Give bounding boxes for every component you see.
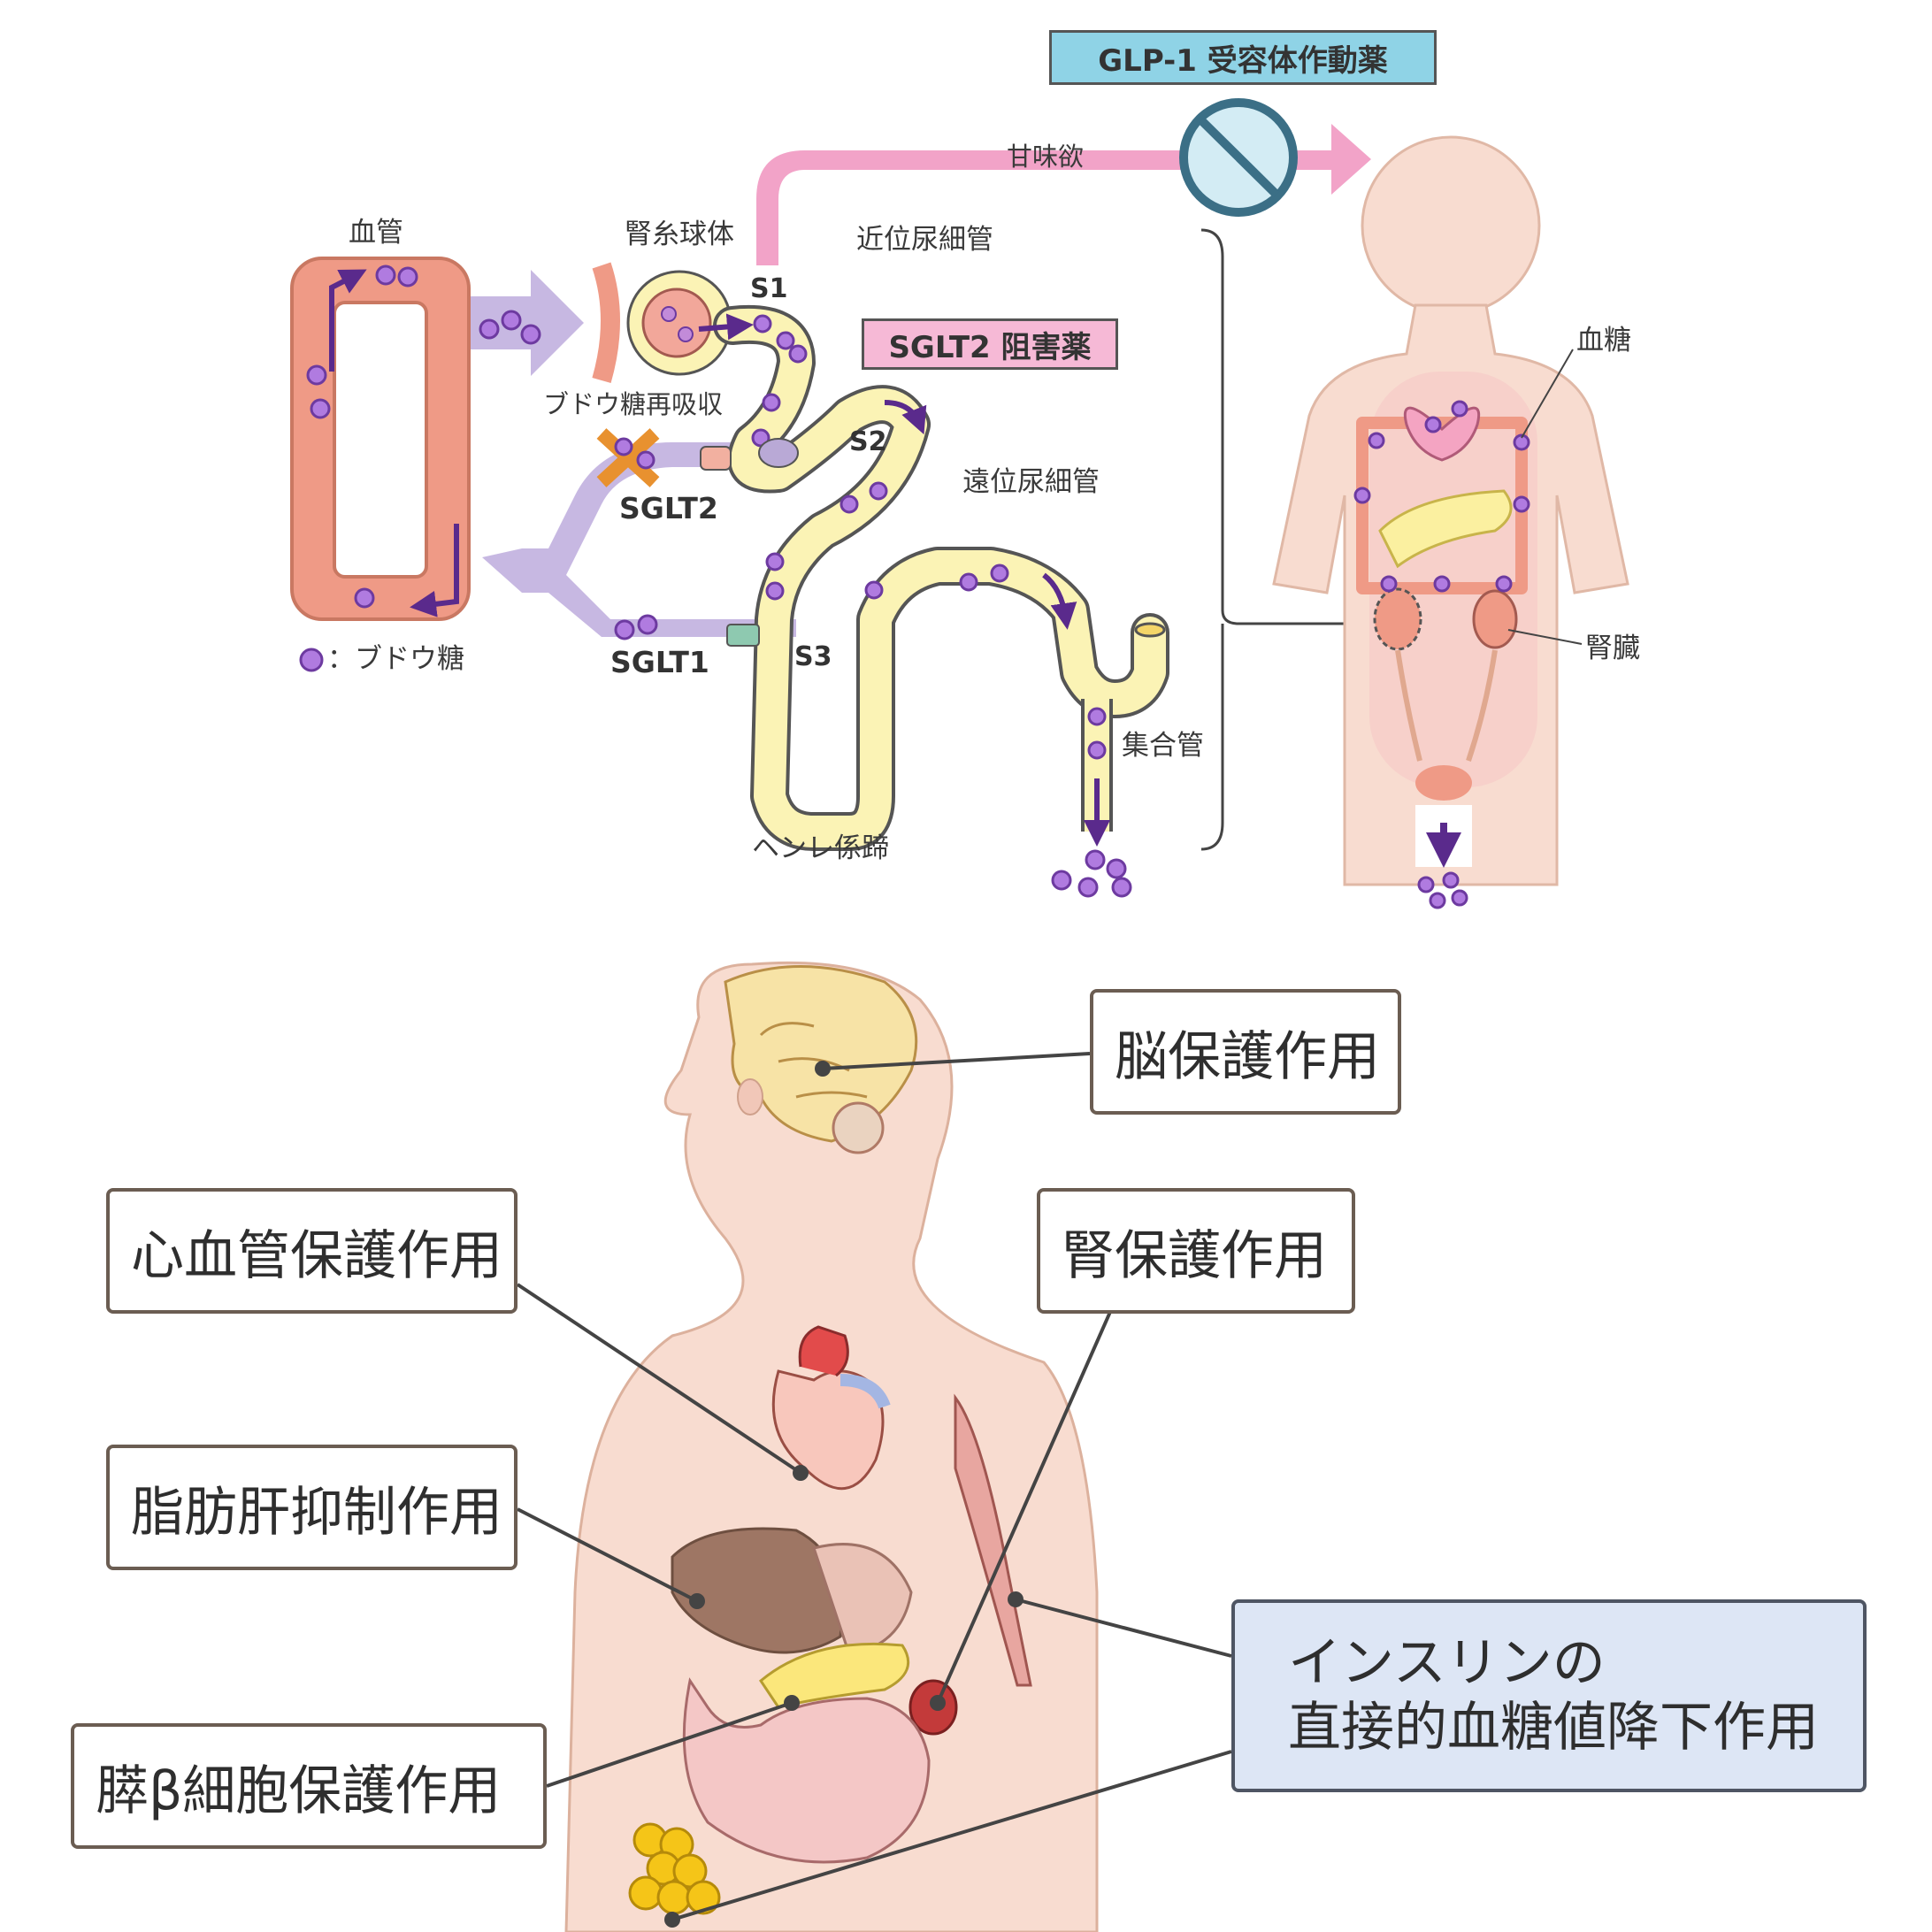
label-glomerulus: 腎糸球体 <box>625 218 734 250</box>
label-s3: S3 <box>794 641 832 672</box>
label-glucose-reabsorption: ブドウ糖再吸収 <box>543 389 724 419</box>
insulin-effect-line1: インスリンの <box>1288 1631 1606 1694</box>
sglt2-inhibitor-tag: SGLT2 阻害薬 <box>862 318 1118 370</box>
kidney-protection-box: 腎保護作用 <box>1037 1188 1355 1314</box>
label-sglt1: SGLT1 <box>610 645 709 679</box>
cardiovascular-protection-box: 心血管保護作用 <box>106 1188 518 1314</box>
bracket <box>1200 228 1353 851</box>
brain-protection-box: 脳保護作用 <box>1090 989 1401 1115</box>
label-blood-glucose: 血糖 <box>1576 325 1631 356</box>
leader-lines <box>516 1052 1232 1928</box>
sglt1-transporter <box>614 614 760 647</box>
sglt2-transporter <box>596 428 799 487</box>
body-silhouette-top <box>1272 135 1629 909</box>
fatty-liver-suppression-box: 脂肪肝抑制作用 <box>106 1445 518 1570</box>
label-sweet-craving: 甘味欲 <box>1007 142 1085 172</box>
filtration-arrow <box>471 270 584 376</box>
label-s2: S2 <box>849 426 887 457</box>
beta-cell-protection-box: 膵β細胞保護作用 <box>71 1723 547 1849</box>
insulin-effect-box: インスリンの 直接的血糖値降下作用 <box>1231 1599 1867 1792</box>
prohibition-icon <box>1179 98 1298 217</box>
label-collecting-duct: 集合管 <box>1122 730 1204 762</box>
legend-glucose-label: ：ブドウ糖 <box>327 643 464 675</box>
label-distal-tubule: 遠位尿細管 <box>962 466 1100 498</box>
human-body-bottom <box>564 961 1099 1932</box>
glp1-agonist-tag: GLP-1 受容体作動薬 <box>1049 30 1437 85</box>
reabsorption-arrow <box>482 442 796 637</box>
label-sglt2: SGLT2 <box>619 491 718 525</box>
label-kidney: 腎臓 <box>1585 632 1640 664</box>
label-proximal-tubule: 近位尿細管 <box>856 224 993 256</box>
glomerulus <box>592 262 732 384</box>
label-s1: S1 <box>750 273 788 304</box>
legend-glucose-dot <box>299 648 324 672</box>
insulin-effect-line2: 直接的血糖値降下作用 <box>1288 1697 1819 1759</box>
label-blood-vessel: 血管 <box>349 217 403 249</box>
label-loop-of-henle: ヘンレ係蹄 <box>752 832 889 864</box>
blood-vessel-diagram <box>290 257 471 621</box>
